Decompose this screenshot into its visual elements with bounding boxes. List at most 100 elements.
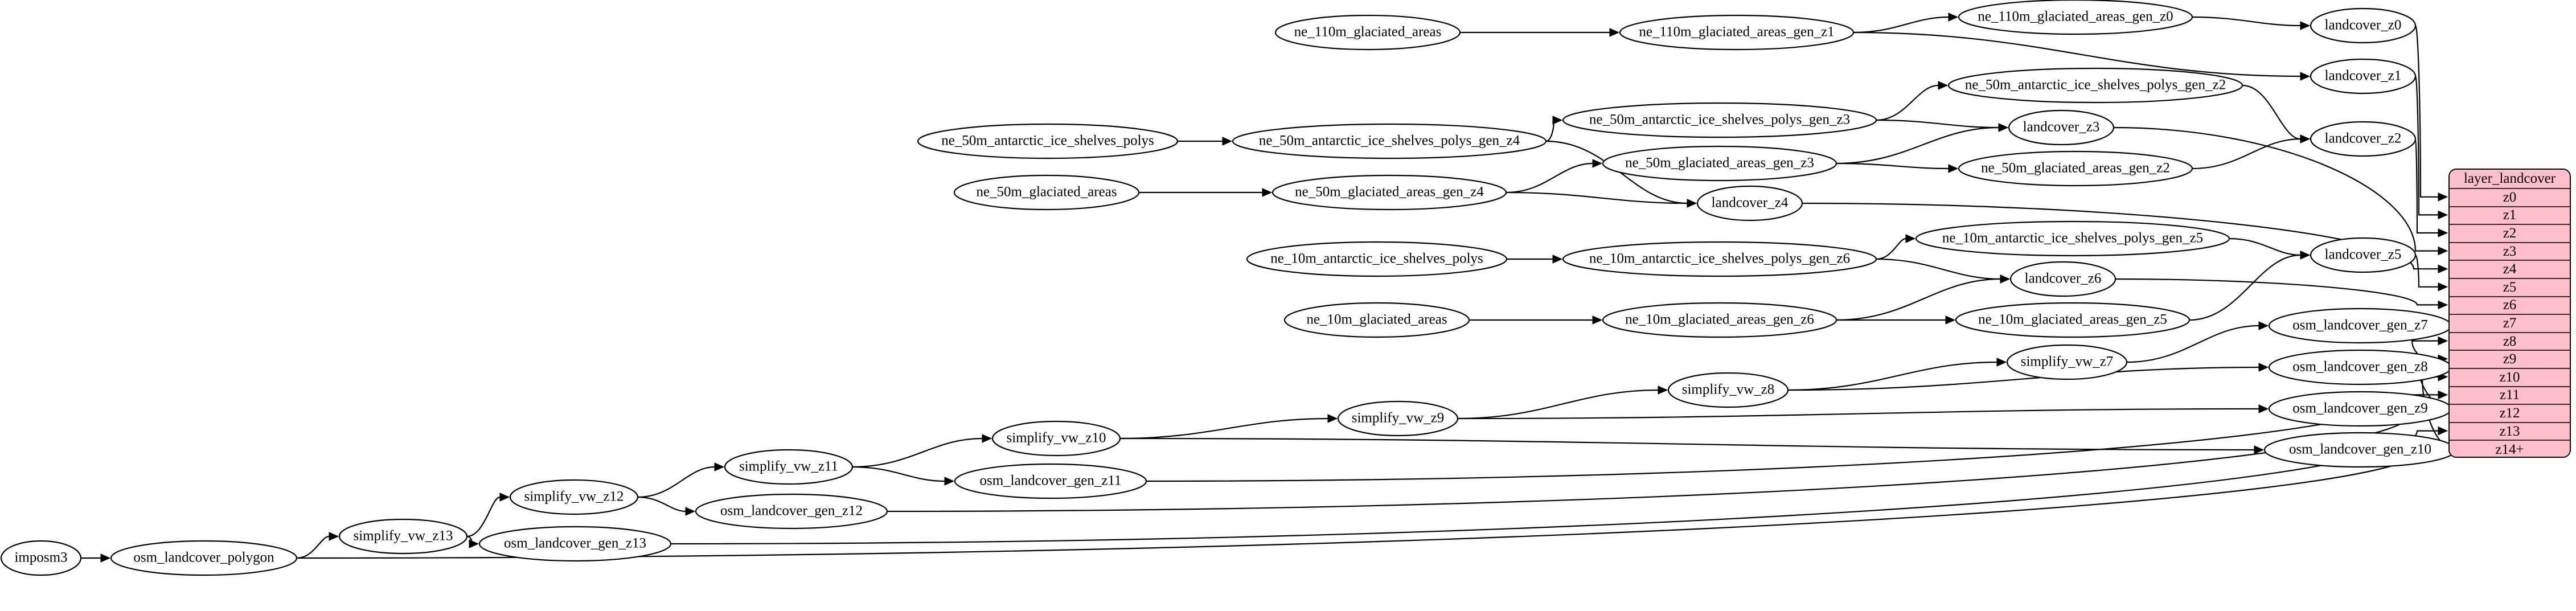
edge-arrowhead	[1996, 358, 2007, 367]
node-ne_50m_antarctic_ice_shelves_polys_gen_z2[interactable]: ne_50m_antarctic_ice_shelves_polys_gen_z…	[1947, 67, 2243, 104]
node-ne_110m_glaciated_areas_gen_z0[interactable]: ne_110m_glaciated_areas_gen_z0	[1958, 0, 2193, 35]
node-landcover_z6[interactable]: landcover_z6	[2009, 261, 2116, 297]
node-ne_50m_glaciated_areas_gen_z2[interactable]: ne_50m_glaciated_areas_gen_z2	[1958, 150, 2193, 187]
table-row-z0[interactable]: z0	[2450, 189, 2570, 207]
node-label: landcover_z1	[2325, 68, 2402, 84]
edge-landcover_z5--to--layer_landcover:z5	[2414, 254, 2438, 288]
edge-simplify_vw_z9--to--osm_landcover_gen_z9	[1457, 408, 2259, 420]
edge-arrowhead	[1262, 188, 1273, 197]
node-shape	[509, 479, 639, 515]
node-shape	[1562, 102, 1877, 138]
node-label: ne_50m_antarctic_ice_shelves_polys_gen_z…	[1259, 133, 1520, 149]
edge-arrowhead	[2258, 363, 2269, 372]
edge-osm_landcover_gen_z11--to--layer_landcover:z11	[1146, 394, 2438, 482]
node-ne_50m_antarctic_ice_shelves_polys[interactable]: ne_50m_antarctic_ice_shelves_polys	[917, 123, 1179, 159]
edge-arrowhead	[100, 553, 111, 563]
node-osm_landcover_gen_z7[interactable]: osm_landcover_gen_z7	[2268, 307, 2452, 344]
node-ne_10m_glaciated_areas_gen_z5[interactable]: ne_10m_glaciated_areas_gen_z5	[1955, 302, 2191, 338]
node-shape	[1274, 14, 1461, 51]
edge-arrowhead	[982, 434, 992, 443]
node-landcover_z2[interactable]: landcover_z2	[2310, 121, 2417, 157]
node-simplify_vw_z8[interactable]: simplify_vw_z8	[1667, 372, 1789, 408]
node-ne_50m_glaciated_areas_gen_z3[interactable]: ne_50m_glaciated_areas_gen_z3	[1602, 145, 1837, 182]
node-label: ne_50m_antarctic_ice_shelves_polys_gen_z…	[1589, 112, 1850, 128]
table-row-z12[interactable]: z12	[2450, 405, 2570, 423]
node-shape	[1947, 67, 2243, 104]
node-simplify_vw_z12[interactable]: simplify_vw_z12	[509, 479, 639, 515]
edge-landcover_z2--to--layer_landcover:z2	[2414, 138, 2438, 234]
node-landcover_z4[interactable]: landcover_z4	[1696, 185, 1803, 222]
node-simplify_vw_z11[interactable]: simplify_vw_z11	[724, 449, 854, 485]
node-label: ne_50m_glaciated_areas_gen_z2	[1981, 161, 2170, 176]
node-ne_10m_antarctic_ice_shelves_polys[interactable]: ne_10m_antarctic_ice_shelves_polys	[1246, 241, 1508, 277]
node-osm_landcover_gen_z11[interactable]: osm_landcover_gen_z11	[954, 463, 1147, 499]
node-label: landcover_z5	[2325, 247, 2402, 263]
table-row-z6[interactable]: z6	[2450, 297, 2570, 315]
node-label: imposm3	[14, 550, 67, 565]
node-ne_50m_glaciated_areas_gen_z4[interactable]: ne_50m_glaciated_areas_gen_z4	[1271, 174, 1507, 211]
node-label: landcover_z6	[2025, 271, 2102, 286]
node-osm_landcover_gen_z9[interactable]: osm_landcover_gen_z9	[2268, 391, 2452, 427]
node-simplify_vw_z13[interactable]: simplify_vw_z13	[338, 518, 468, 555]
node-landcover_z3[interactable]: landcover_z3	[2008, 109, 2115, 146]
node-ne_10m_glaciated_areas_gen_z6[interactable]: ne_10m_glaciated_areas_gen_z6	[1602, 302, 1837, 338]
node-ne_110m_glaciated_areas[interactable]: ne_110m_glaciated_areas	[1274, 14, 1461, 51]
node-label: ne_110m_glaciated_areas_gen_z1	[1639, 24, 1834, 40]
table-row-z11[interactable]: z11	[2450, 387, 2570, 405]
node-label: osm_landcover_gen_z11	[980, 473, 1122, 489]
edge-landcover_z6--to--layer_landcover:z6	[2115, 278, 2438, 306]
node-shape	[1602, 302, 1837, 338]
table-row-z5[interactable]: z5	[2450, 278, 2570, 297]
edge-simplify_vw_z11--to--osm_landcover_gen_z11	[852, 466, 945, 482]
table-row-z10[interactable]: z10	[2450, 368, 2570, 387]
node-ne_50m_glaciated_areas[interactable]: ne_50m_glaciated_areas	[953, 174, 1140, 211]
node-osm_landcover_polygon[interactable]: osm_landcover_polygon	[110, 540, 298, 576]
node-ne_10m_antarctic_ice_shelves_polys_gen_z6[interactable]: ne_10m_antarctic_ice_shelves_polys_gen_z…	[1562, 241, 1877, 277]
table-row-z9[interactable]: z9	[2450, 351, 2570, 369]
node-simplify_vw_z7[interactable]: simplify_vw_z7	[2006, 344, 2128, 380]
edge-simplify_vw_z8--to--osm_landcover_gen_z8	[1787, 366, 2259, 391]
edge-arrowhead	[944, 477, 955, 486]
node-ne_10m_glaciated_areas[interactable]: ne_10m_glaciated_areas	[1283, 302, 1470, 338]
table-row-z14plus[interactable]: z14+	[2450, 441, 2570, 457]
table-row-z8[interactable]: z8	[2450, 333, 2570, 351]
edge-ne_110m_glaciated_areas_gen_z1--to--landcover_z1	[1853, 31, 2301, 77]
node-landcover_z1[interactable]: landcover_z1	[2310, 58, 2417, 95]
edge-arrowhead	[2254, 445, 2265, 454]
node-shape	[1619, 14, 1855, 51]
node-osm_landcover_gen_z12[interactable]: osm_landcover_gen_z12	[695, 493, 888, 530]
node-shape	[0, 540, 82, 576]
edge-arrowhead	[1905, 234, 1916, 243]
table-row-z3[interactable]: z3	[2450, 243, 2570, 261]
edge-arrowhead	[1945, 315, 1956, 325]
edge-simplify_vw_z7--to--osm_landcover_gen_z7	[2126, 325, 2259, 363]
edge-ne_50m_antarctic_ice_shelves_polys_gen_z3--to--landcover_z3	[1876, 119, 1999, 129]
table-row-z13[interactable]: z13	[2450, 423, 2570, 441]
node-ne_10m_antarctic_ice_shelves_polys_gen_z5[interactable]: ne_10m_antarctic_ice_shelves_polys_gen_z…	[1915, 220, 2230, 257]
node-landcover_z5[interactable]: landcover_z5	[2310, 237, 2417, 273]
edge-arrowhead	[2438, 300, 2448, 310]
edge-arrowhead	[2438, 246, 2448, 256]
node-imposm3[interactable]: imposm3	[0, 540, 82, 576]
node-osm_landcover_gen_z10[interactable]: osm_landcover_gen_z10	[2263, 432, 2457, 468]
edge-arrowhead	[1658, 386, 1668, 395]
node-ne_110m_glaciated_areas_gen_z1[interactable]: ne_110m_glaciated_areas_gen_z1	[1619, 14, 1855, 51]
table-row-z4[interactable]: z4	[2450, 261, 2570, 279]
node-osm_landcover_gen_z13[interactable]: osm_landcover_gen_z13	[478, 526, 672, 562]
table-row-z1[interactable]: z1	[2450, 207, 2570, 225]
node-label: osm_landcover_gen_z10	[2289, 442, 2431, 457]
edge-simplify_vw_z12--to--simplify_vw_z11	[637, 466, 715, 498]
node-landcover_z0[interactable]: landcover_z0	[2310, 7, 2417, 44]
node-simplify_vw_z9[interactable]: simplify_vw_z9	[1337, 400, 1459, 437]
edge-arrowhead	[1998, 123, 2009, 132]
node-ne_50m_antarctic_ice_shelves_polys_gen_z4[interactable]: ne_50m_antarctic_ice_shelves_polys_gen_z…	[1232, 123, 1547, 159]
table-row-z2[interactable]: z2	[2450, 225, 2570, 243]
node-shape	[1283, 302, 1470, 338]
node-simplify_vw_z10[interactable]: simplify_vw_z10	[991, 420, 1121, 457]
node-osm_landcover_gen_z8[interactable]: osm_landcover_gen_z8	[2268, 349, 2452, 386]
node-ne_50m_antarctic_ice_shelves_polys_gen_z3[interactable]: ne_50m_antarctic_ice_shelves_polys_gen_z…	[1562, 102, 1877, 138]
table-row-z7[interactable]: z7	[2450, 315, 2570, 333]
edge-arrowhead	[329, 532, 339, 541]
edge-arrowhead	[1938, 81, 1949, 90]
